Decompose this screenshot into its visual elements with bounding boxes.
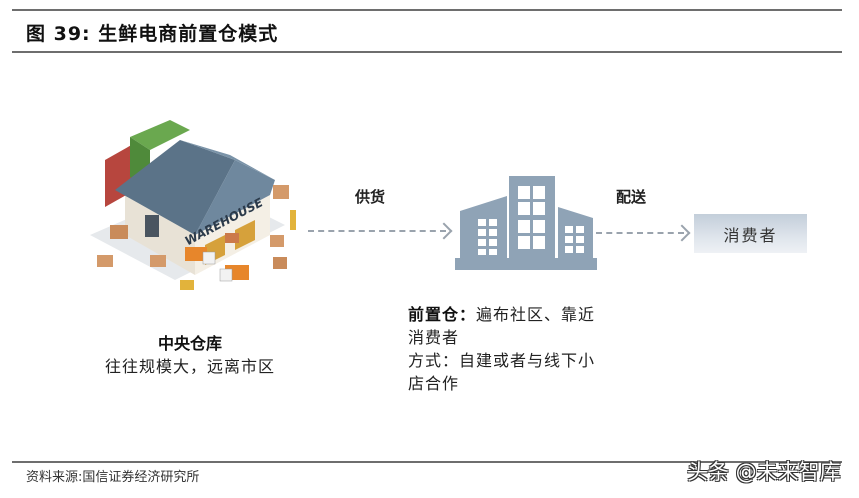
title-underline — [12, 51, 842, 53]
delivery-arrow — [596, 232, 684, 234]
supply-arrow — [308, 230, 446, 232]
front-warehouse-description: 前置仓：遍布社区、靠近 消费者 方式：自建或者与线下小 店合作 — [408, 303, 648, 395]
top-rule — [12, 9, 842, 11]
front-warehouse-line4: 店合作 — [408, 374, 460, 393]
building-icon — [455, 176, 597, 270]
consumer-box: 消费者 — [694, 214, 807, 253]
watermark: 头条 @未来智库 — [687, 460, 841, 484]
source-note: 资料来源:国信证券经济研究所 — [26, 470, 200, 485]
front-warehouse-line3: 方式：自建或者与线下小 — [408, 351, 596, 370]
central-warehouse-name: 中央仓库 — [157, 334, 222, 353]
footer-rule — [12, 461, 842, 463]
delivery-arrowhead-icon — [673, 224, 691, 242]
front-warehouse-title: 前置仓： — [408, 305, 477, 324]
front-warehouse-line2: 消费者 — [408, 328, 460, 347]
warehouse-illustration-icon: WAREHOUSE — [90, 120, 296, 290]
central-warehouse-description: 往往规模大，远离市区 — [104, 357, 275, 376]
front-warehouse-line1: 遍布社区、靠近 — [476, 305, 596, 324]
supply-arrowhead-icon — [435, 222, 453, 240]
figure-title: 图 39: 生鲜电商前置仓模式 — [26, 23, 279, 45]
consumer-label: 消费者 — [723, 225, 778, 245]
delivery-label: 配送 — [616, 188, 647, 206]
supply-label: 供货 — [355, 188, 386, 206]
